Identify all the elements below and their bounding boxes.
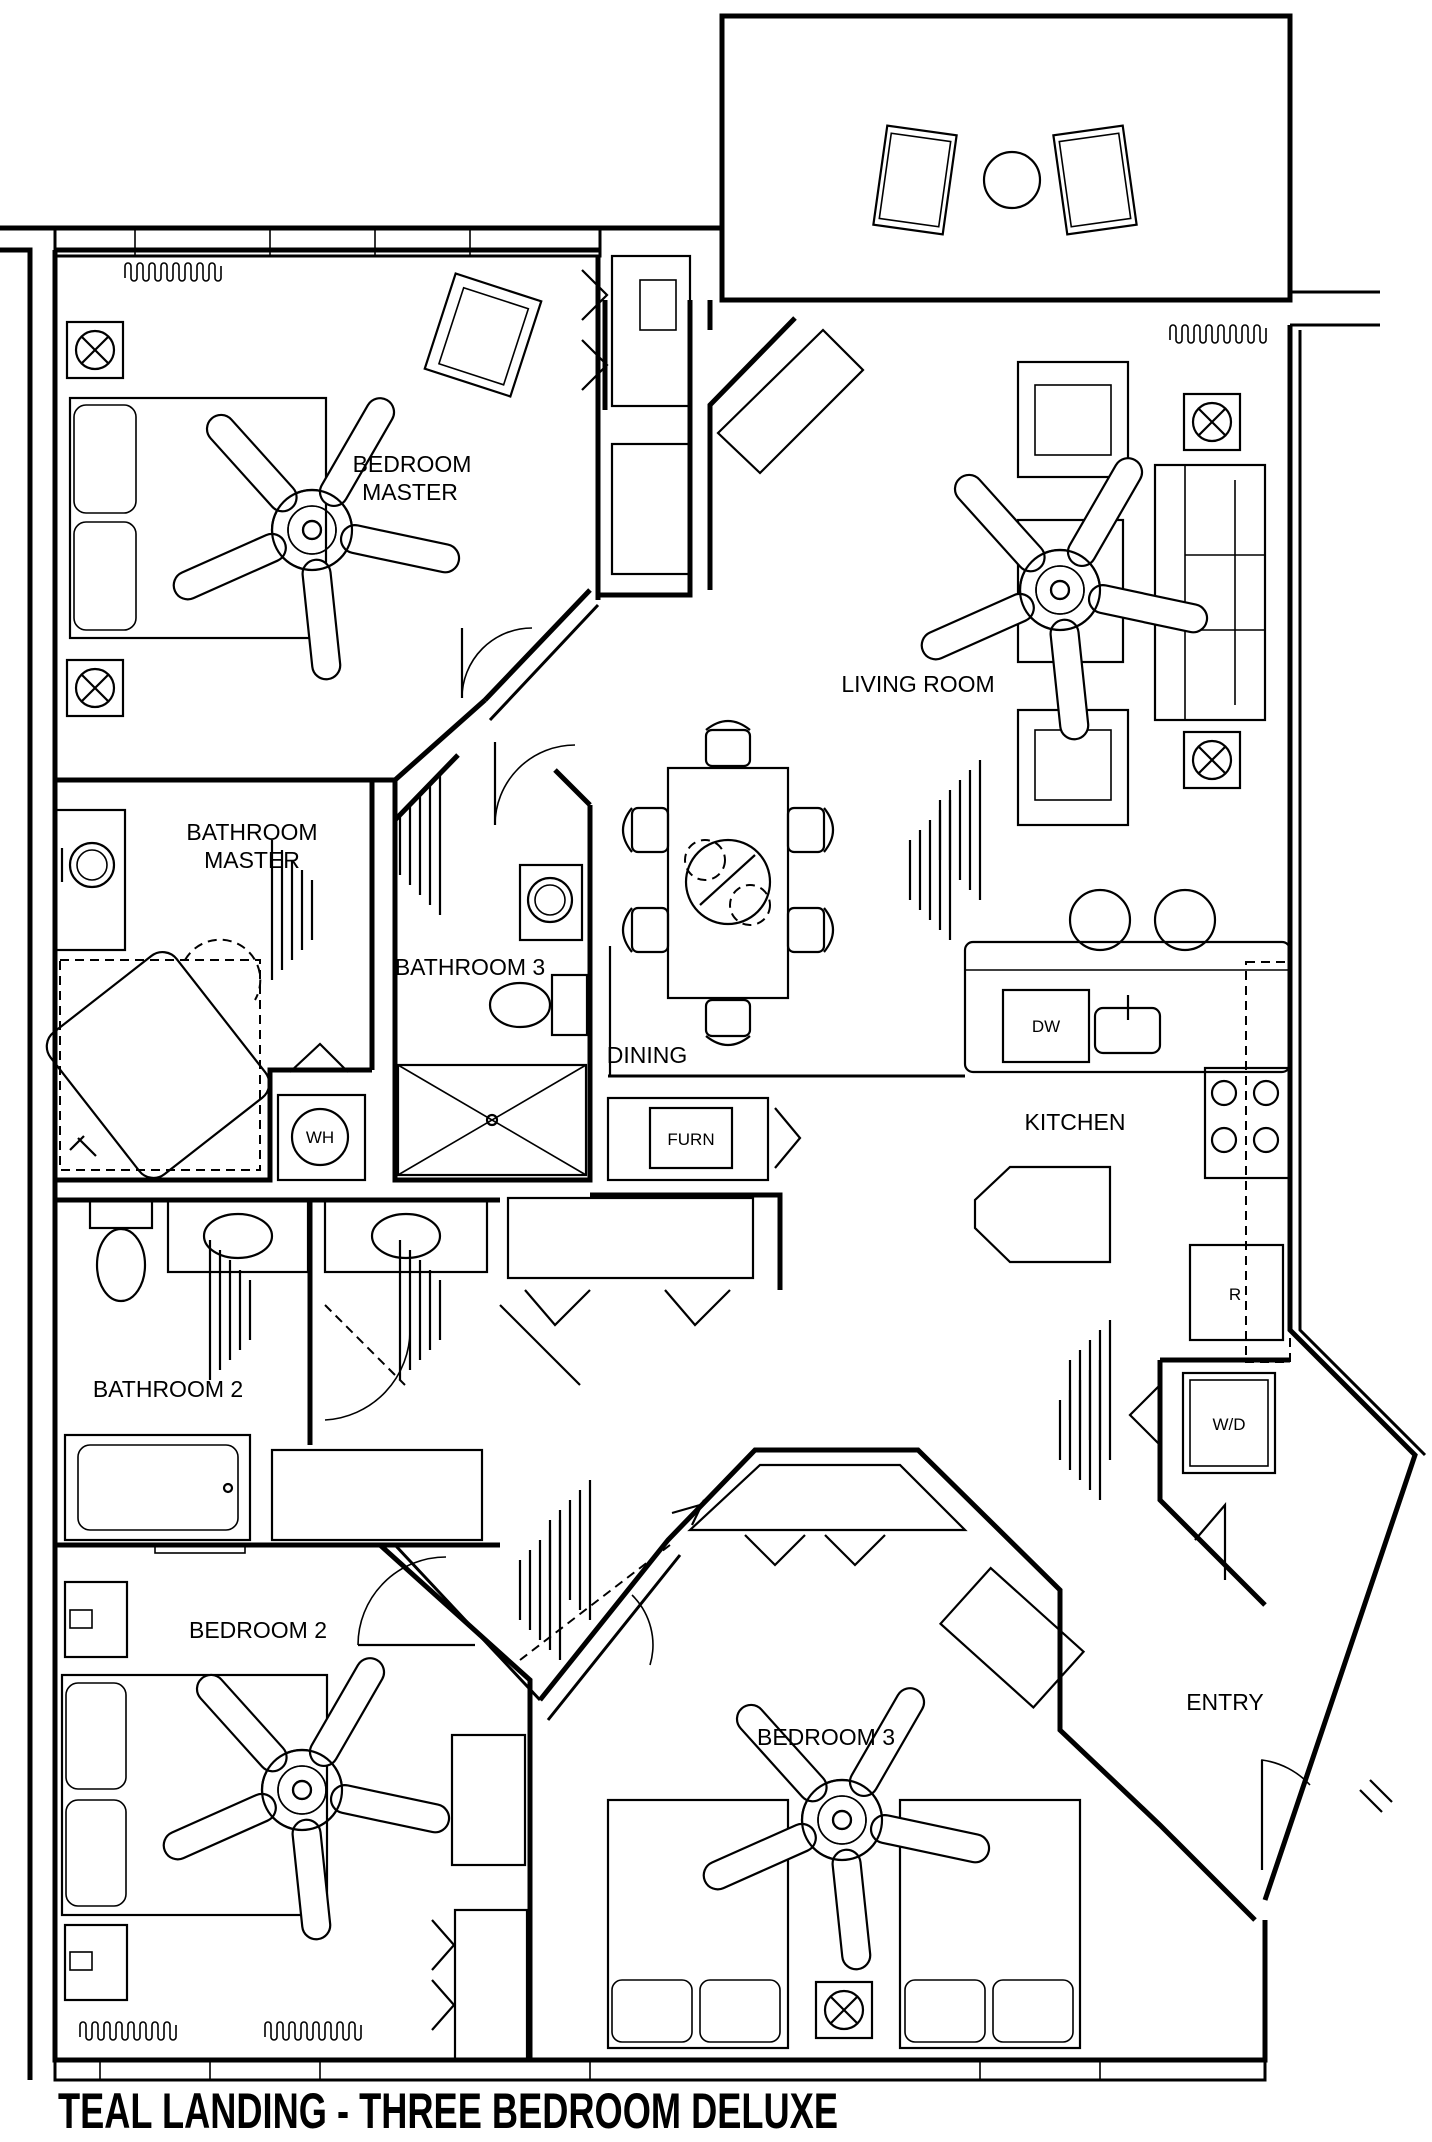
bathroom-3-label: BATHROOM 3 <box>395 954 545 980</box>
bathroom-master-label-2: MASTER <box>204 847 300 873</box>
living-room-label: LIVING ROOM <box>841 671 994 697</box>
dining-label: DINING <box>607 1042 688 1068</box>
master-bedroom: BEDROOM MASTER <box>55 254 693 783</box>
plan-title: TEAL LANDING - THREE BEDROOM DELUXE <box>58 2083 838 2139</box>
bedroom-master-label-2: MASTER <box>362 479 458 505</box>
bathroom-master-label-1: BATHROOM <box>186 819 317 845</box>
bathroom-2-label: BATHROOM 2 <box>93 1376 243 1402</box>
r-label: R <box>1229 1285 1241 1304</box>
entry: W/D ENTRY <box>1128 1357 1393 1870</box>
furn-label: FURN <box>667 1130 714 1149</box>
angled-walls <box>393 328 865 782</box>
kitchen-label: KITCHEN <box>1025 1109 1126 1135</box>
living-room: LIVING ROOM <box>707 300 1267 942</box>
wh-label: WH <box>306 1128 334 1147</box>
exterior-walls <box>0 226 1427 2082</box>
wd-label: W/D <box>1212 1415 1245 1434</box>
bedroom-2-label: BEDROOM 2 <box>189 1617 327 1643</box>
dining: DINING <box>607 719 965 1078</box>
bedroom-3-label: BEDROOM 3 <box>757 1724 895 1750</box>
hallway <box>518 1478 671 1666</box>
furnace-closet: FURN <box>506 1096 802 1327</box>
bedroom-3: BEDROOM 3 <box>538 1447 1257 2050</box>
kitchen: DW R KITCHEN <box>963 888 1292 1502</box>
entry-label: ENTRY <box>1186 1689 1264 1715</box>
dw-label: DW <box>1032 1017 1060 1036</box>
bedroom-master-label-1: BEDROOM <box>353 451 472 477</box>
bedroom-2: BEDROOM 2 <box>60 1543 542 2062</box>
bathroom-3: BATHROOM 3 <box>392 742 593 1183</box>
bathroom-2: BATHROOM 2 <box>55 1197 581 1548</box>
bathroom-master: BATHROOM MASTER WH <box>45 780 375 1183</box>
